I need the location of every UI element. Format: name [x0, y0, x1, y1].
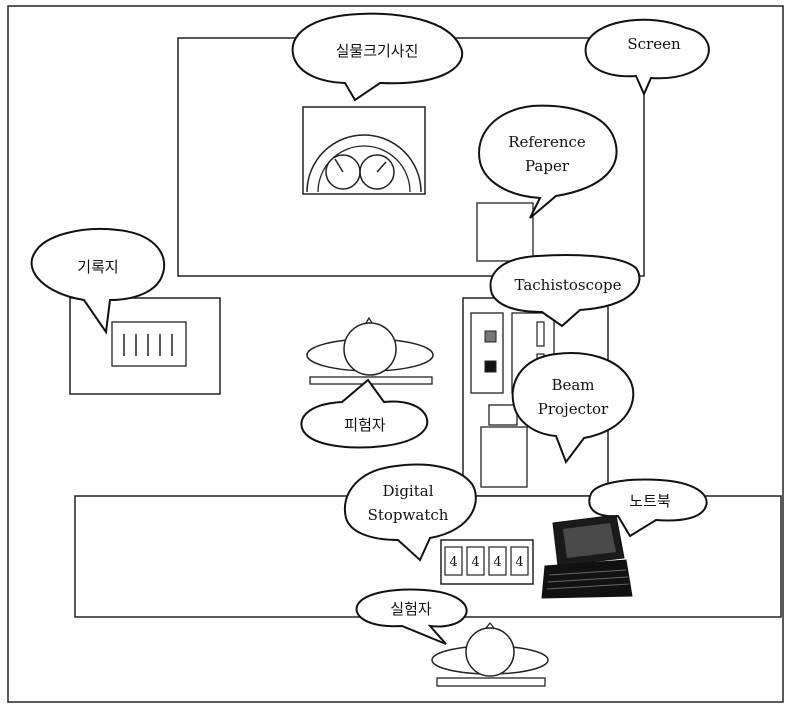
bubble-digital-stopwatch: Digital Stopwatch [343, 463, 477, 562]
stopwatch-digit: 4 [493, 555, 501, 570]
label-reference-paper-line2: Paper [525, 157, 570, 175]
label-beam-projector-line1: Beam [551, 376, 594, 394]
label-experimenter: 실험자 [390, 600, 432, 618]
experimenter-figure [431, 621, 549, 687]
label-record-sheet: 기록지 [77, 258, 118, 276]
stopwatch-digit: 4 [449, 555, 457, 570]
bubble-tachistoscope: Tachistoscope [489, 254, 641, 328]
reference-paper-sheet [476, 202, 534, 262]
label-reference-paper-line1: Reference [508, 133, 586, 151]
bubble-subject: 피험자 [300, 378, 429, 449]
label-screen: Screen [627, 35, 681, 53]
bubble-notebook: 노트북 [588, 478, 708, 538]
stopwatch-digit: 4 [471, 555, 479, 570]
projector-body [480, 426, 528, 488]
outer-frame [7, 5, 784, 703]
notebook-laptop-icon [541, 514, 633, 599]
bubble-screen: Screen [584, 18, 710, 97]
label-digital-stopwatch-line2: Stopwatch [368, 506, 449, 524]
label-subject: 피험자 [344, 416, 386, 434]
label-digital-stopwatch-line1: Digital [383, 482, 434, 500]
digital-stopwatch: 4 4 4 4 [440, 539, 534, 585]
stopwatch-digit: 4 [515, 555, 523, 570]
bubble-reference-paper: Reference Paper [478, 104, 618, 219]
record-sheet [111, 321, 187, 367]
subject-figure [306, 316, 434, 385]
bubble-beam-projector: Beam Projector [511, 352, 635, 465]
label-actual-size-photo: 실물크기사진 [336, 42, 419, 60]
label-beam-projector-line2: Projector [538, 400, 609, 418]
label-notebook: 노트북 [629, 492, 670, 510]
bubble-experimenter: 실험자 [355, 588, 468, 645]
projector-lens [488, 404, 518, 426]
bubble-actual-size-photo: 실물크기사진 [291, 12, 464, 102]
bubble-record-sheet: 기록지 [30, 228, 166, 335]
label-tachistoscope: Tachistoscope [514, 276, 621, 294]
actual-size-photo [302, 106, 426, 195]
